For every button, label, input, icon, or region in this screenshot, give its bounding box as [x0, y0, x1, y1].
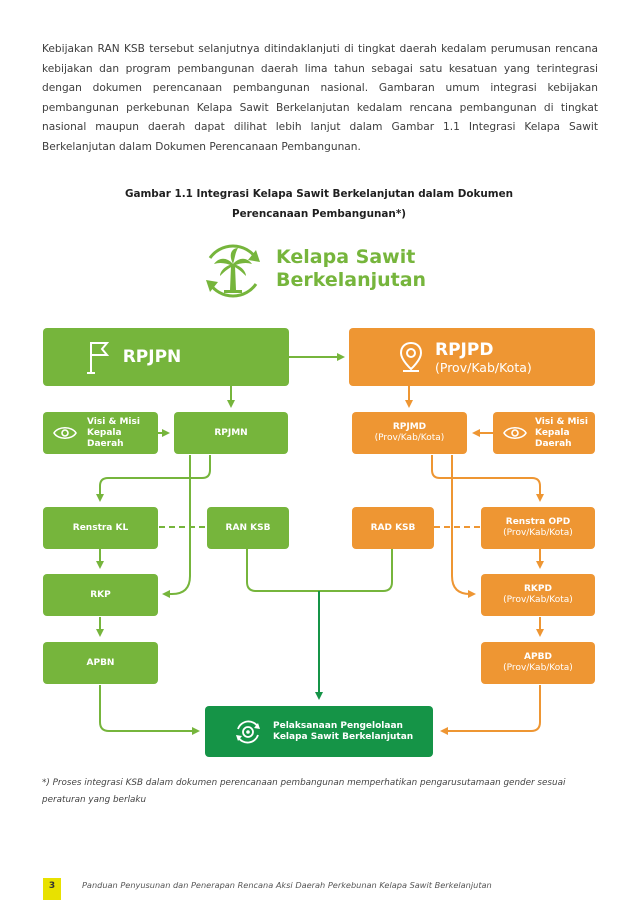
rpjmn-label: RPJMN [214, 427, 248, 438]
intro-paragraph: Kebijakan RAN KSB tersebut selanjutnya d… [42, 43, 598, 153]
visi-right-line3: Daerah [535, 438, 572, 449]
rad-ksb-label: RAD KSB [370, 522, 416, 533]
visi-right-line1: Visi & Misi [535, 416, 588, 427]
pelaksanaan-box: Pelaksanaan Pengelolaan Kelapa Sawit Ber… [205, 706, 433, 757]
apbn-label: APBN [86, 657, 115, 668]
visi-left-line3: Daerah [87, 438, 124, 449]
page-number: 3 [43, 878, 61, 900]
apbd-sublabel: (Prov/Kab/Kota) [503, 663, 573, 673]
apbd-box: APBD (Prov/Kab/Kota) [481, 642, 595, 684]
rpjpn-label: RPJPN [122, 347, 182, 367]
footer-title: Panduan Penyusunan dan Penerapan Rencana… [82, 880, 492, 890]
renstra-opd-sublabel: (Prov/Kab/Kota) [503, 528, 573, 538]
brand-logo: Kelapa Sawit Berkelanjutan [198, 236, 458, 306]
visi-left-line1: Visi & Misi [87, 416, 140, 427]
eye-icon [503, 426, 527, 440]
visi-misi-right-box: Visi & Misi Kepala Daerah [493, 412, 595, 454]
visi-right-line2: Kepala [535, 427, 570, 438]
eye-icon [53, 426, 77, 440]
rkpd-box: RKPD (Prov/Kab/Kota) [481, 574, 595, 616]
palm-tree-cycle-icon [206, 244, 260, 298]
flag-icon [86, 342, 109, 374]
rkpd-sublabel: (Prov/Kab/Kota) [503, 595, 573, 605]
ran-ksb-box: RAN KSB [207, 507, 289, 549]
rad-ksb-box: RAD KSB [352, 507, 434, 549]
rpjpd-label: RPJPD [435, 339, 494, 360]
rpjpd-box: RPJPD (Prov/Kab/Kota) [349, 328, 595, 386]
renstra-kl-box: Renstra KL [43, 507, 158, 549]
renstra-kl-label: Renstra KL [72, 522, 129, 533]
rpjmd-box: RPJMD (Prov/Kab/Kota) [352, 412, 467, 454]
ran-ksb-label: RAN KSB [225, 522, 271, 533]
rkpd-label: RKPD [524, 584, 552, 594]
rpjmd-label: RPJMD [392, 422, 427, 432]
visi-left-line2: Kepala [87, 427, 122, 438]
rpjpn-box: RPJPN [43, 328, 289, 386]
figure-caption: Gambar 1.1 Integrasi Kelapa Sawit Berkel… [124, 188, 514, 220]
visi-misi-left-box: Visi & Misi Kepala Daerah [43, 412, 158, 454]
brand-title-line1: Kelapa Sawit [276, 246, 416, 268]
renstra-opd-box: Renstra OPD (Prov/Kab/Kota) [481, 507, 595, 549]
brand-title-line2: Berkelanjutan [276, 269, 427, 291]
rkp-label: RKP [90, 589, 111, 600]
pelaksanaan-line1: Pelaksanaan Pengelolaan [273, 720, 403, 731]
brand-title: Kelapa Sawit Berkelanjutan [276, 246, 426, 292]
apbn-box: APBN [43, 642, 158, 684]
apbd-label: APBD [524, 652, 552, 662]
rpjmn-box: RPJMN [174, 412, 288, 454]
gear-cycle-icon [236, 720, 260, 743]
pelaksanaan-line2: Kelapa Sawit Berkelanjutan [273, 731, 414, 742]
renstra-opd-label: Renstra OPD [505, 517, 571, 527]
footnote: *) Proses integrasi KSB dalam dokumen pe… [42, 778, 566, 805]
rpjmd-sublabel: (Prov/Kab/Kota) [374, 433, 445, 443]
rpjpd-sublabel: (Prov/Kab/Kota) [435, 359, 532, 375]
rkp-box: RKP [43, 574, 158, 616]
location-pin-icon [399, 341, 423, 372]
